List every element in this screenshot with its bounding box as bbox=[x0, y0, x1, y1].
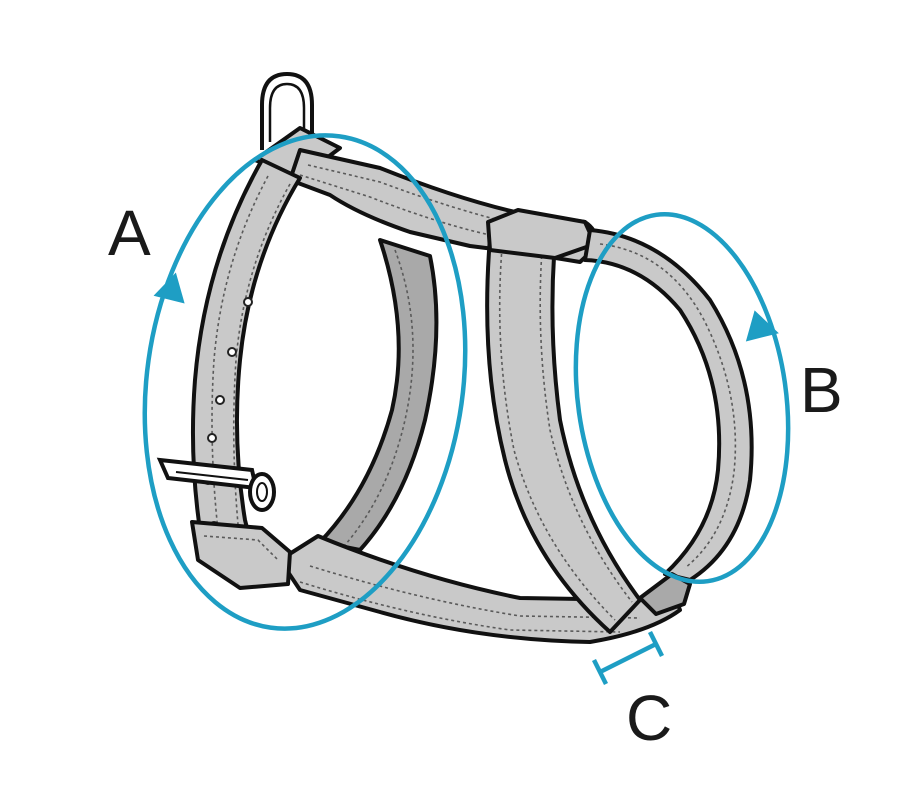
belly-strap bbox=[278, 534, 682, 644]
measure-a bbox=[142, 133, 468, 631]
measure-b bbox=[573, 211, 791, 585]
arrow-up-icon bbox=[745, 310, 779, 342]
label-c: C bbox=[626, 682, 672, 754]
buckle-strap bbox=[190, 520, 292, 590]
buckle-icon bbox=[156, 457, 276, 512]
body-strap-connector bbox=[638, 572, 692, 616]
measure-c bbox=[591, 630, 665, 686]
arrow-up-icon bbox=[153, 272, 185, 304]
chest-strap bbox=[485, 236, 642, 634]
label-b: B bbox=[800, 354, 843, 426]
body-strap-right bbox=[583, 228, 754, 582]
chest-strap-cap bbox=[486, 208, 597, 260]
label-a: A bbox=[108, 197, 151, 269]
neck-strap-inner bbox=[318, 238, 439, 552]
